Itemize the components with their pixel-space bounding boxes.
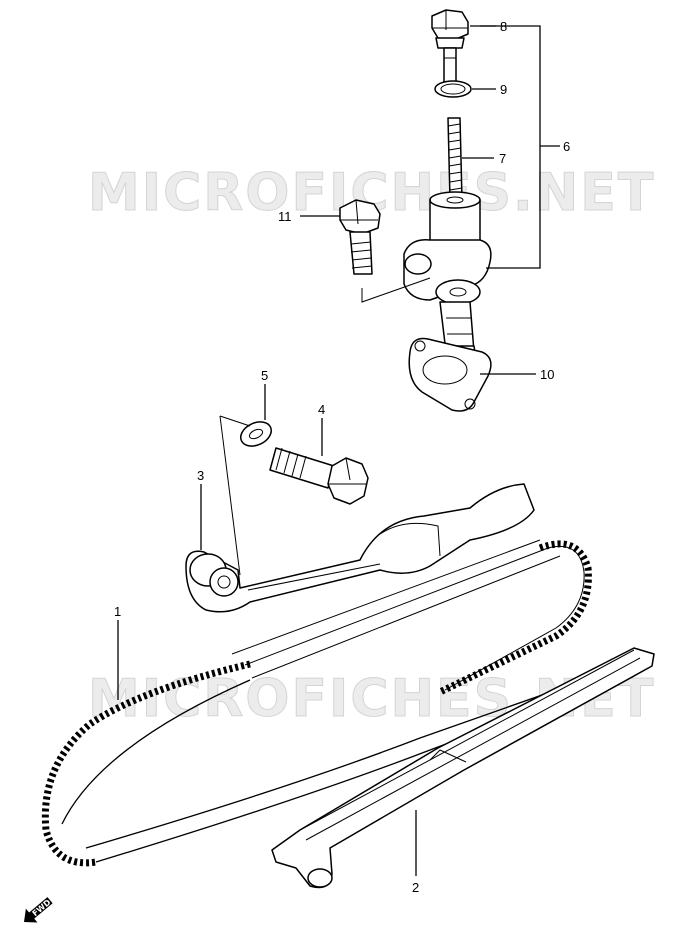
callout-8[interactable]: 8 — [500, 19, 507, 34]
tensioner-gasket — [408, 337, 492, 412]
callout-1[interactable]: 1 — [114, 604, 121, 619]
tensioner-mounting-bolt — [339, 199, 381, 275]
callout-leaders — [117, 25, 560, 876]
callout-9[interactable]: 9 — [500, 82, 507, 97]
callout-11[interactable]: 11 — [278, 209, 292, 224]
callout-6[interactable]: 6 — [563, 139, 570, 154]
forward-direction-arrow-icon: FWD — [24, 897, 53, 923]
pivot-washer — [240, 421, 272, 447]
callout-2[interactable]: 2 — [412, 880, 419, 895]
tensioner-o-ring — [434, 80, 472, 98]
arm-alignment-guide — [219, 415, 241, 576]
chain-guide — [271, 647, 655, 889]
callout-4[interactable]: 4 — [318, 402, 325, 417]
tensioner-spring-rod — [447, 117, 463, 201]
bolt-alignment-guide — [361, 277, 431, 303]
cam-chain — [41, 539, 601, 867]
watermark-top: MICROFICHES.NET — [88, 163, 655, 223]
callout-3[interactable]: 3 — [197, 468, 204, 483]
washer-alignment-guide — [219, 415, 251, 427]
tensioner-cap-bolt — [431, 9, 469, 83]
chain-tensioner-arm — [185, 483, 535, 613]
callout-7[interactable]: 7 — [499, 151, 506, 166]
callout-10[interactable]: 10 — [540, 367, 554, 382]
callout-5[interactable]: 5 — [261, 368, 268, 383]
pivot-bolt — [269, 447, 369, 505]
